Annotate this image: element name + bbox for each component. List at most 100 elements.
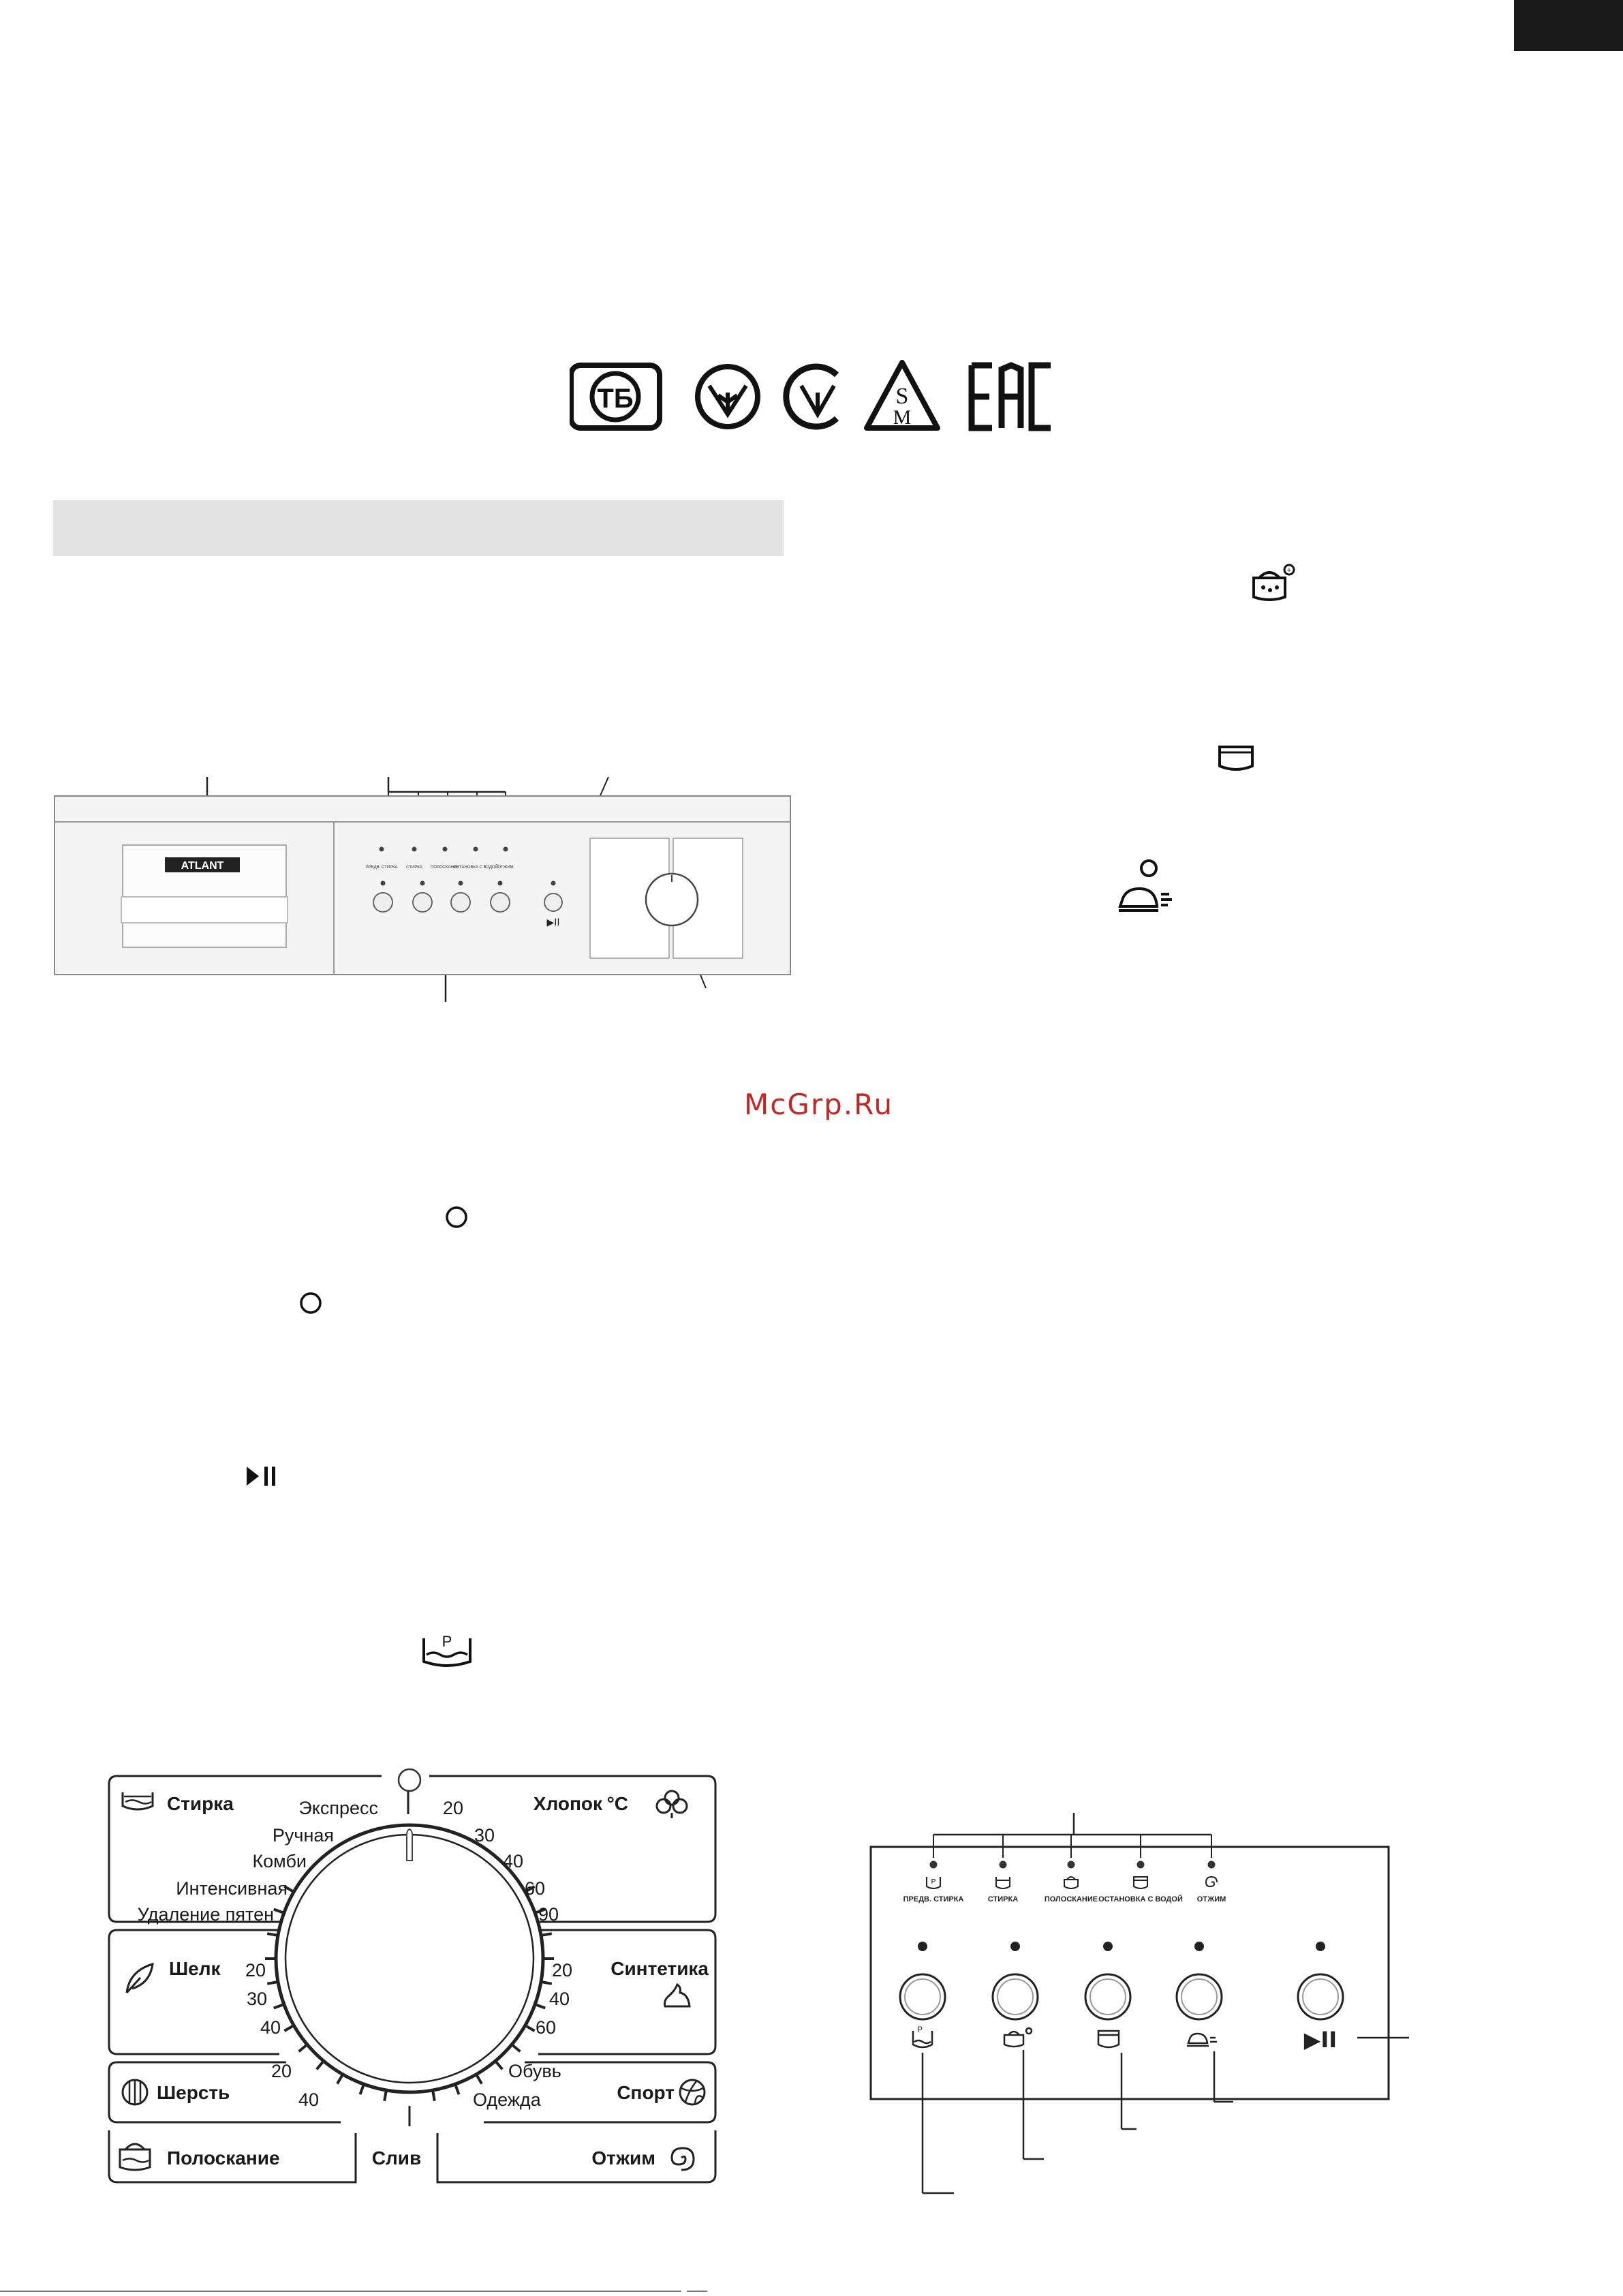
stb-mark-icon: ТБ [570,363,662,431]
program-otzhim: Отжим [591,2147,655,2169]
svg-text:M: M [893,406,912,429]
dial-tick [358,2085,365,2095]
program-khlopok: Хлопок [534,1793,603,1814]
svg-text:30: 30 [474,1825,495,1846]
footer-rule [0,2291,681,2292]
svg-text:40: 40 [260,2017,281,2038]
dial-tick [315,2061,324,2070]
dial-tick [283,1885,294,1893]
circle-indicator-icon [446,1206,467,1228]
svg-text:40: 40 [503,1851,523,1871]
program-sliv: Слив [372,2147,421,2169]
footer-rule [687,2291,707,2292]
svg-text:ОСТАНОВКА С ВОДОЙ: ОСТАНОВКА С ВОДОЙ [1098,1895,1183,1903]
svg-text:90: 90 [538,1904,559,1925]
dial-tick [542,1932,553,1937]
stirka-icon [121,1792,154,1811]
dial-tick [283,2025,294,2032]
button-icons [912,2027,1217,2049]
program-shelk: Шелк [169,1958,221,1979]
dial-tick [336,2075,343,2085]
svg-text:Интенсивная: Интенсивная [176,1878,288,1899]
stain-removal-icon: + [1252,564,1295,601]
watermark: McGrp.Ru [744,1088,894,1121]
dial-tick [266,1980,277,1985]
svg-text:40: 40 [298,2090,319,2110]
svg-text:СТИРКА: СТИРКА [406,866,422,870]
program-sport: Спорт [617,2082,675,2103]
dial-tick [273,2003,283,2010]
svg-text:60: 60 [536,2017,556,2038]
svg-text:▶II: ▶II [546,917,559,928]
svg-text:ОТЖИМ: ОТЖИМ [1197,1895,1226,1903]
dial-tick [476,2075,483,2085]
prewash-icon: P [422,1633,472,1667]
svg-text:Экспресс: Экспресс [298,1798,378,1818]
svg-text:Обувь: Обувь [508,2061,561,2081]
svg-text:ТБ: ТБ [597,384,633,414]
svg-text:ОТЖИМ: ОТЖИМ [497,866,513,870]
synthetics-icon [664,1983,691,2008]
dial-tick [536,1908,546,1914]
svg-text:ПОЛОСКАНИЕ: ПОЛОСКАНИЕ [431,866,459,870]
spin-icon [670,2147,695,2171]
program-poloskanie: Полоскание [167,2147,280,2169]
sm-mark-icon: S M [864,360,940,431]
program-dial-diagram: Стирка Экспресс Ручная Комби Интенсивная… [108,1768,717,2184]
cotton-icon [655,1790,688,1818]
svg-text:ATLANT: ATLANT [181,860,224,872]
sport-ball-icon [679,2079,706,2106]
easy-iron-icon [1118,859,1172,912]
rinse-hold-icon [1218,746,1254,771]
wool-icon [121,2079,149,2106]
section-header-bar [53,500,784,556]
svg-text:▶II: ▶II [1304,2027,1337,2053]
svg-text:P: P [917,2025,923,2034]
svg-text:20: 20 [245,1960,266,1980]
svg-text:40: 40 [549,1989,570,2009]
ukrsepro-mark-icon [695,364,760,429]
svg-text:20: 20 [552,1960,572,1980]
svg-text:P: P [931,1878,936,1886]
dial-tick [454,2085,461,2095]
dial-tick [495,2061,504,2070]
svg-text:60: 60 [525,1878,545,1899]
silk-feather-icon [125,1962,154,1994]
svg-text:30: 30 [247,1989,267,2009]
rinse-icon [119,2143,151,2171]
svg-text:Одежда: Одежда [473,2090,542,2110]
svg-text:ПРЕДВ. СТИРКА: ПРЕДВ. СТИРКА [365,866,397,870]
dial-tick [298,2044,307,2053]
svg-text:S: S [896,384,909,409]
ukrsepro-c-mark-icon [783,363,839,430]
program-stirka: Стирка [167,1793,234,1814]
circle-indicator-icon [300,1292,322,1314]
dial-tick [431,2091,436,2102]
control-panel-diagram: P ПРЕДВ. СТИРКА СТИРКА ПОЛОСКАНИЕ ОСТАНО… [869,1813,1409,2194]
svg-text:Ручная: Ручная [273,1825,334,1846]
svg-text:ОСТАНОВКА С ВОДОЙ: ОСТАНОВКА С ВОДОЙ [453,864,498,870]
play-pause-icon [247,1467,275,1486]
svg-text:+: + [1287,566,1291,575]
dial-tick [273,1908,283,1914]
svg-text:Удаление пятен: Удаление пятен [138,1904,274,1925]
svg-text:Комби: Комби [252,1851,307,1871]
program-sintetika: Синтетика [610,1958,709,1979]
page-tab-marker [1514,0,1623,51]
svg-text:20: 20 [271,2061,292,2081]
dial-tick [525,1885,536,1893]
dial-tick [383,2091,388,2102]
dial-tick [266,1932,277,1937]
dial-tick [536,2003,546,2010]
svg-text:°С: °С [607,1793,628,1814]
svg-text:СТИРКА: СТИРКА [988,1895,1018,1903]
svg-text:P: P [442,1633,452,1650]
svg-text:20: 20 [443,1798,463,1818]
dial-tick [542,1980,553,1985]
dial-tick [512,2044,521,2053]
certification-marks: ТБ S M [570,360,1051,431]
dial-tick [525,2025,536,2032]
eac-mark-icon [968,362,1051,431]
washer-front-panel-diagram: ATLANT ПРЕДВ. СТИРКА СТИРКА ПОЛОСКАНИЕОСТА… [54,776,791,1002]
svg-text:ПРЕДВ. СТИРКА: ПРЕДВ. СТИРКА [903,1895,964,1903]
